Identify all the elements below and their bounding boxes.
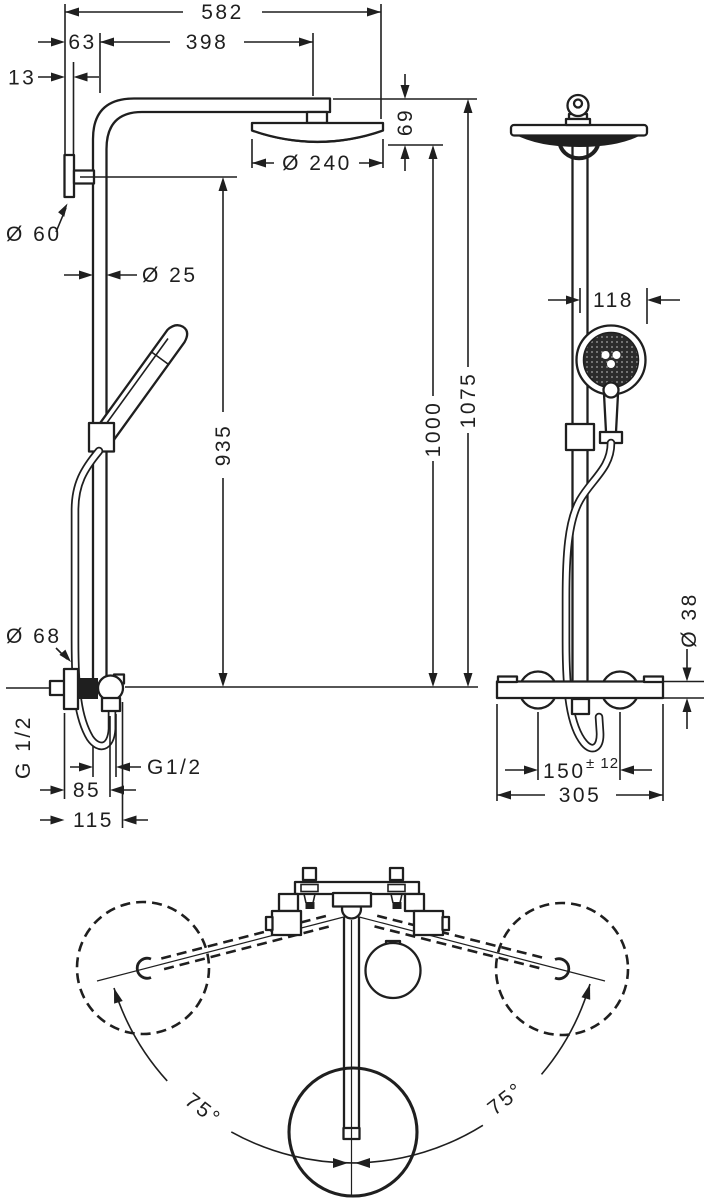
side-dimension-lines	[496, 288, 704, 801]
dim-valve-width: 305	[559, 784, 602, 807]
handshower-handle-face-line	[100, 338, 169, 432]
handshower-emblem-2	[612, 351, 621, 359]
head-connector	[305, 110, 329, 125]
top-arm	[342, 916, 361, 1130]
top-view: 75° 75°	[75, 866, 630, 1198]
handshower-button	[602, 381, 620, 399]
top-valve-detail-left	[300, 883, 319, 893]
supply-nut	[48, 679, 66, 697]
dim-pipe-diameter: Ø 25	[142, 264, 198, 287]
valve-knob	[96, 674, 125, 702]
center-housing	[331, 891, 373, 908]
swivel-centerline-left	[96, 914, 352, 982]
front-dimensions: 582 398 63 13 Ø 60 Ø 25 Ø 240 69 935 100…	[6, 1, 480, 832]
knob-right	[412, 909, 445, 937]
knob-tab-left	[264, 915, 274, 932]
top-escutcheon-right	[390, 893, 403, 904]
handshower-emblem-1	[601, 351, 610, 359]
swivel-base2	[564, 117, 592, 127]
label-hose-thread: G1/2	[147, 756, 203, 779]
overhead-spray-face	[256, 131, 379, 143]
dim-handshower-offset: 118	[593, 289, 634, 312]
wall-bracket-plate	[63, 153, 76, 199]
knob-tab-right	[441, 915, 451, 932]
dim-connection-tolerance: ± 12	[586, 755, 619, 772]
dim-wall-to-front: 115	[73, 809, 114, 832]
overhead-underside	[514, 134, 643, 147]
side-handle	[602, 392, 620, 434]
knob-step-right	[403, 892, 426, 913]
side-product	[495, 93, 665, 753]
arm-end-clamp-right	[554, 957, 571, 981]
dim-total-height: 1075	[457, 372, 480, 429]
front-product	[6, 97, 385, 751]
side-view: 118 Ø 38 150 ± 12 305	[495, 93, 704, 807]
valve-tab-left	[496, 675, 519, 684]
valve-block	[78, 678, 98, 699]
hose-coupling-nut	[100, 696, 122, 713]
dim-head-height: 1000	[422, 401, 445, 458]
riser-pipe-inner	[105, 110, 332, 680]
escutcheon	[62, 667, 80, 711]
swivel-ring-hole	[572, 98, 584, 109]
overhead-disc	[509, 123, 649, 137]
dim-plate-thickness: 13	[8, 67, 36, 90]
swivel-circle-left	[75, 900, 211, 1036]
supply-connection-left	[301, 866, 318, 882]
knob-step-left	[277, 892, 300, 913]
dim-head-drop: 69	[394, 108, 417, 136]
top-valve-detail-right	[387, 883, 406, 893]
arc-center-marker	[333, 1158, 370, 1168]
dim-bracket-diameter: Ø 60	[6, 223, 62, 246]
dim-connection-spacing: 150	[543, 760, 586, 783]
arc-segment-right	[540, 983, 591, 1075]
dim-head-diameter: Ø 240	[282, 152, 352, 175]
dim-pipe-offset: 63	[68, 31, 96, 54]
handshower-handle	[93, 324, 189, 445]
side-hose-connector	[570, 697, 591, 716]
swivel-circle-right	[494, 901, 630, 1037]
arm-end-clamp-left	[135, 956, 152, 980]
dim-arm-length: 398	[186, 31, 229, 54]
top-escutcheon-left	[303, 893, 316, 904]
dim-escutcheon-diameter: Ø 68	[6, 625, 62, 648]
label-supply-thread: G 1/2	[12, 715, 35, 779]
supply-connection-right	[388, 866, 405, 882]
arc-arrow-left	[114, 988, 123, 1004]
swivel-centerline-right	[351, 914, 606, 982]
handshower-emblem-3	[607, 360, 615, 368]
top-nipple-right	[392, 902, 402, 909]
top-nipple-left	[305, 902, 315, 909]
dim-bracket-height: 935	[212, 424, 235, 467]
dim-wall-to-hose: 85	[73, 779, 101, 802]
side-slider-holder	[564, 422, 596, 452]
side-hose-core	[563, 440, 614, 751]
swivel-arm-right-dashed	[374, 914, 548, 971]
swivel-arm-left-dashed	[160, 914, 330, 971]
dim-valve-diameter: Ø 38	[678, 592, 701, 648]
side-dimensions: 118 Ø 38 150 ± 12 305	[496, 288, 704, 807]
riser-pipe-outer	[91, 97, 332, 680]
front-view: 582 398 63 13 Ø 60 Ø 25 Ø 240 69 935 100…	[6, 1, 480, 832]
dim-swivel-right: 75°	[483, 1078, 528, 1120]
valve-tab-right	[642, 675, 665, 684]
slider-holder	[87, 421, 116, 453]
dim-overall-projection: 582	[201, 1, 244, 24]
knob-left	[270, 909, 303, 937]
dim-swivel-left: 75°	[180, 1089, 225, 1131]
side-riser-pipe	[571, 144, 589, 682]
valve-body-bar	[495, 680, 665, 700]
overhead-shower-profile	[250, 121, 385, 144]
arc-arrow-right	[581, 984, 591, 1000]
top-handshower-circle	[364, 941, 422, 1000]
